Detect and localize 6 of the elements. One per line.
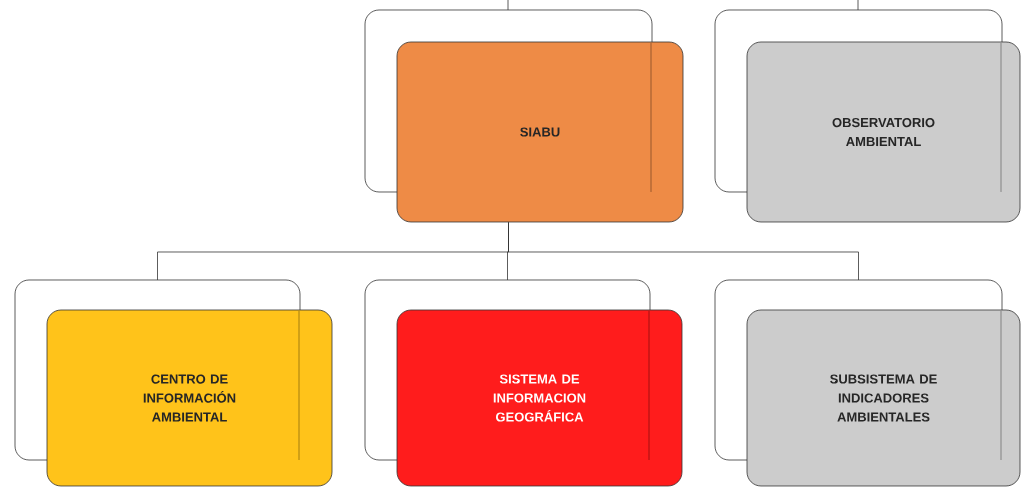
org-box: SIABU: [364, 9, 684, 223]
org-box: OBSERVATORIO AMBIENTAL: [714, 9, 1021, 223]
connector-line: [508, 222, 859, 281]
org-box: CENTRO DE INFORMACIÓN AMBIENTAL: [14, 279, 333, 487]
org-box: SUBSISTEMA DE INDICADORES AMBIENTALES: [714, 279, 1021, 487]
org-box: SISTEMA DE INFORMACION GEOGRÁFICA: [364, 279, 683, 487]
